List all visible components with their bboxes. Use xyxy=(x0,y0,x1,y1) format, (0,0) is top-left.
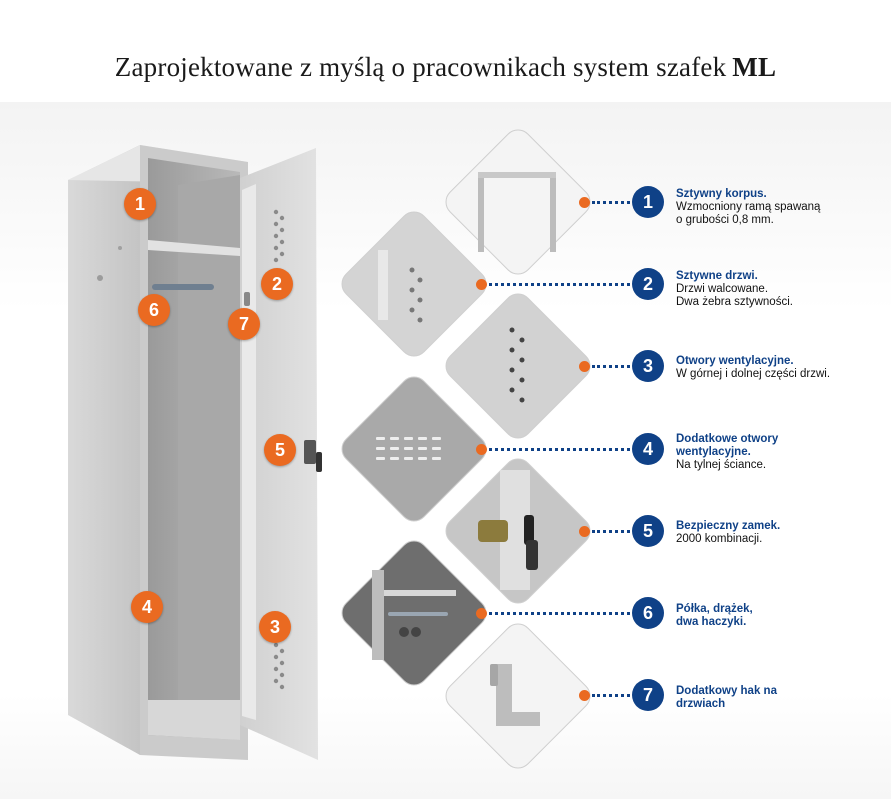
feature-1-title: Sztywny korpus. xyxy=(676,188,767,200)
feature-1-desc-1: Wzmocniony ramą spawaną xyxy=(676,201,821,213)
locker-badge-1: 1 xyxy=(124,188,156,220)
connector-line-5 xyxy=(592,530,630,533)
door-rib xyxy=(242,184,256,720)
connector-dot-2 xyxy=(476,279,487,290)
hanging-rod xyxy=(152,284,214,290)
connector-dot-6 xyxy=(476,608,487,619)
feature-2: Sztywne drzwi. Drzwi walcowane. Dwa żebr… xyxy=(676,270,886,309)
page-title-text: Zaprojektowane z myślą o pracownikach sy… xyxy=(114,52,727,82)
thumb-diamond-2 xyxy=(341,211,487,357)
feature-1: Sztywny korpus. Wzmocniony ramą spawaną … xyxy=(676,188,886,227)
feature-2-desc-2: Dwa żebra sztywności. xyxy=(676,296,793,308)
feature-5-desc-1: 2000 kombinacji. xyxy=(676,533,763,545)
connector-dot-5 xyxy=(579,526,590,537)
connector-dot-4 xyxy=(476,444,487,455)
door-lock xyxy=(304,440,316,464)
thumb-diamond-7 xyxy=(445,623,591,769)
locker-badge-5: 5 xyxy=(264,434,296,466)
locker-badge-2: 2 xyxy=(261,268,293,300)
locker-shelf xyxy=(148,240,240,256)
page-title: Zaprojektowane z myślą o pracownikach sy… xyxy=(0,52,891,83)
feature-6-title: Półka, drążek, dwa haczyki. xyxy=(676,603,753,628)
thumb-diamond-6 xyxy=(341,540,487,686)
connector-line-3 xyxy=(592,365,630,368)
feature-3: Otwory wentylacyjne. W górnej i dolnej c… xyxy=(676,355,886,381)
thumb-diamond-5 xyxy=(445,458,591,604)
locker-side-panel xyxy=(68,145,140,755)
connector-dot-3 xyxy=(579,361,590,372)
door-hook xyxy=(244,292,250,306)
locker-badge-3: 3 xyxy=(259,611,291,643)
feature-3-title: Otwory wentylacyjne. xyxy=(676,355,794,367)
feature-7-title: Dodatkowy hak na drzwiach xyxy=(676,685,777,710)
feature-5-title: Bezpieczny zamek. xyxy=(676,520,781,532)
thumb-diamond-1 xyxy=(445,129,591,275)
connector-line-4 xyxy=(489,448,630,451)
lock-key xyxy=(316,452,322,472)
locker-badge-4: 4 xyxy=(131,591,163,623)
feature-badge-6: 6 xyxy=(632,597,664,629)
door-vents-top xyxy=(273,209,285,263)
feature-4-title: Dodatkowe otwory wentylacyjne. xyxy=(676,433,779,458)
feature-badge-1: 1 xyxy=(632,186,664,218)
connector-line-7 xyxy=(592,694,630,697)
feature-2-title: Sztywne drzwi. xyxy=(676,270,758,282)
door-vents-bottom xyxy=(273,642,285,690)
locker-back-wall xyxy=(178,175,240,700)
connector-dot-1 xyxy=(579,197,590,208)
connector-dot-7 xyxy=(579,690,590,701)
feature-7: Dodatkowy hak na drzwiach xyxy=(676,685,786,711)
feature-badge-5: 5 xyxy=(632,515,664,547)
feature-2-desc-1: Drzwi walcowane. xyxy=(676,283,769,295)
feature-badge-2: 2 xyxy=(632,268,664,300)
connector-line-2 xyxy=(489,283,630,286)
feature-6: Półka, drążek, dwa haczyki. xyxy=(676,603,771,629)
feature-badge-3: 3 xyxy=(632,350,664,382)
feature-5: Bezpieczny zamek. 2000 kombinacji. xyxy=(676,520,886,546)
locker-badge-6: 6 xyxy=(138,294,170,326)
page-title-bold: ML xyxy=(732,52,777,82)
connector-line-6 xyxy=(489,612,630,615)
locker-floor xyxy=(148,700,240,740)
feature-3-desc-1: W górnej i dolnej części drzwi. xyxy=(676,368,831,380)
side-hole xyxy=(97,275,103,281)
feature-4: Dodatkowe otwory wentylacyjne. Na tylnej… xyxy=(676,433,796,472)
feature-4-desc-1: Na tylnej ściance. xyxy=(676,459,767,471)
connector-line-1 xyxy=(592,201,630,204)
locker-badge-7: 7 xyxy=(228,308,260,340)
feature-1-desc-2: o grubości 0,8 mm. xyxy=(676,214,774,226)
side-hole xyxy=(118,246,122,250)
thumb-diamond-4 xyxy=(341,376,487,522)
feature-badge-4: 4 xyxy=(632,433,664,465)
thumb-diamond-3 xyxy=(445,293,591,439)
feature-badge-7: 7 xyxy=(632,679,664,711)
